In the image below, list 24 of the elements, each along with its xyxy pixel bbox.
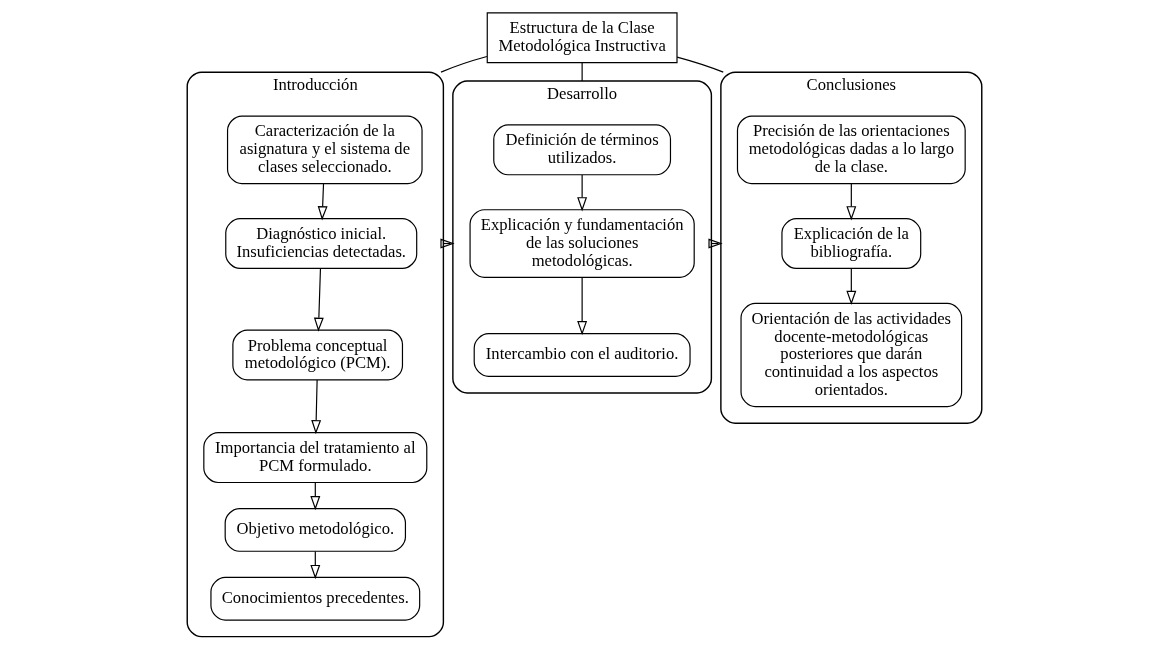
arrow bbox=[846, 183, 857, 221]
node-box: Precisión de las orientaciones metodológicas dadas a lo largo de la clase. bbox=[736, 115, 966, 185]
arrow bbox=[708, 238, 723, 249]
node-box: Explicación y fundamentación de las soluciones metodológicas. bbox=[469, 209, 695, 278]
node-box: Objetivo metodológico. bbox=[224, 507, 407, 552]
node-box: Definición de términos utilizados. bbox=[493, 124, 672, 176]
arrow bbox=[846, 268, 857, 306]
node-box: Diagnóstico inicial. Insuficiencias detectadas. bbox=[225, 218, 418, 270]
node-box: Caracterización de la asignatura y el sistema de clases seleccionado. bbox=[226, 115, 423, 185]
connector bbox=[440, 55, 488, 73]
arrow bbox=[317, 183, 328, 221]
node-box: Estructura de la Clase Metodológica Instructiva bbox=[486, 12, 678, 64]
node-box: Problema conceptual metodológico (PCM). bbox=[232, 329, 404, 381]
node-box: Explicación de la bibliografía. bbox=[781, 218, 922, 270]
connector bbox=[676, 56, 724, 73]
node-box: Conocimientos precedentes. bbox=[210, 576, 421, 621]
arrow bbox=[313, 268, 324, 332]
arrow bbox=[311, 379, 322, 435]
node-box: Orientación de las actividades docente-metodológicas posteriores que darán continuidad a los aspectos orientados. bbox=[740, 302, 963, 408]
arrow bbox=[577, 174, 588, 212]
arrow bbox=[577, 276, 588, 336]
node-box: Intercambio con el auditorio. bbox=[473, 333, 691, 377]
connector bbox=[581, 62, 583, 82]
node-box: Importancia del tratamiento al PCM formulado. bbox=[203, 432, 428, 484]
